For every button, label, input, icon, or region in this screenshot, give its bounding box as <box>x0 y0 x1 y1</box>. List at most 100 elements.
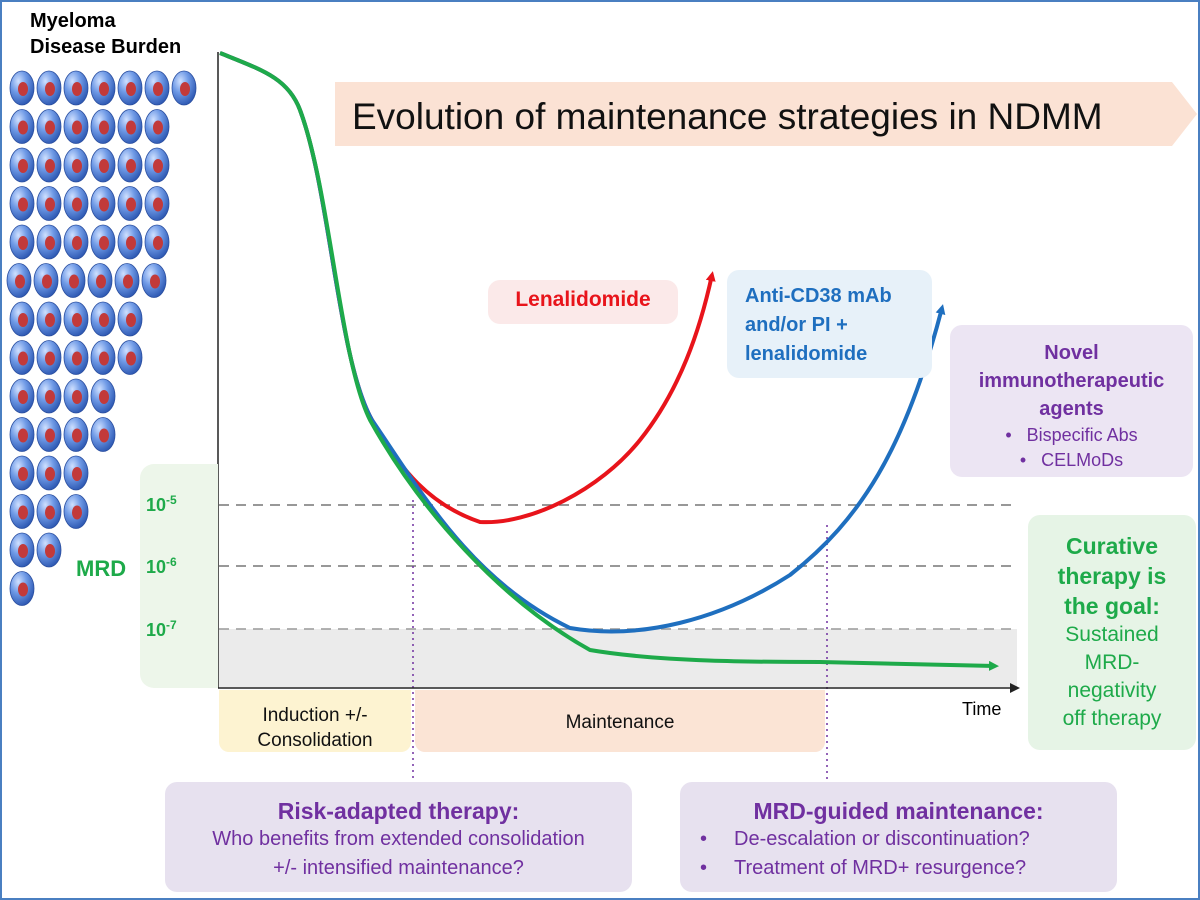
myeloma-cell-nucleus <box>72 390 82 404</box>
myeloma-cell-nucleus <box>126 236 136 250</box>
curative-sub-line-3: negativity <box>1067 679 1157 702</box>
myeloma-cell-nucleus <box>15 274 25 289</box>
myeloma-cell-nucleus <box>45 197 55 212</box>
myeloma-cell-nucleus <box>99 313 109 327</box>
myeloma-cell-nucleus <box>45 390 55 404</box>
mrd-guided-box: MRD-guided maintenance: •De-escalation o… <box>680 782 1117 892</box>
myeloma-cell-nucleus <box>18 197 28 212</box>
myeloma-cell-nucleus <box>99 236 109 250</box>
novel-bullet-1-text: Bispecific Abs <box>1026 425 1138 445</box>
myeloma-cell-nucleus <box>45 428 55 443</box>
risk-adapted-box: Risk-adapted therapy: Who benefits from … <box>165 782 632 892</box>
mrd-tick-1e5-exp: -5 <box>166 493 177 507</box>
myeloma-cell-nucleus <box>45 82 55 96</box>
myeloma-cell-nucleus <box>18 82 28 96</box>
myeloma-cell-nucleus <box>45 505 55 520</box>
myeloma-cell-nucleus <box>153 197 163 212</box>
myeloma-cell-nucleus <box>72 467 82 481</box>
myeloma-cell-nucleus <box>18 236 28 250</box>
myeloma-cell-nucleus <box>45 236 55 250</box>
curative-sub-line-4: off therapy <box>1062 707 1162 730</box>
myeloma-cell-nucleus <box>72 159 82 173</box>
curative-sub-line-2: MRD- <box>1084 651 1140 674</box>
myeloma-cell-nucleus <box>18 428 28 443</box>
induction-line-1: Induction +/- <box>262 705 368 726</box>
mrd-guided-bullet-1: •De-escalation or discontinuation? <box>680 825 1117 854</box>
myeloma-cell-nucleus <box>126 313 136 327</box>
risk-adapted-line-1: Who benefits from extended consolidation <box>212 828 585 850</box>
mrd-tick-1e7-exp: -7 <box>166 618 177 632</box>
novel-bullet-2: • CELMoDs <box>1019 450 1124 470</box>
induction-line-2: Consolidation <box>257 730 373 751</box>
title-arrow-shape <box>335 82 1197 146</box>
myeloma-cell-nucleus <box>18 544 28 558</box>
myeloma-cell-nucleus <box>18 467 28 481</box>
myeloma-cell-nucleus <box>18 159 28 173</box>
curative-sub-line-1: Sustained <box>1065 623 1159 646</box>
mrd-tick-1e5: 10-5 <box>146 493 177 516</box>
myeloma-cell-nucleus <box>126 120 136 135</box>
myeloma-cell-nucleus <box>126 82 136 96</box>
curative-title-line-3: the goal: <box>1064 593 1160 619</box>
lenalidomide-box: Lenalidomide <box>488 280 678 324</box>
myeloma-cell-nucleus <box>45 544 55 558</box>
myeloma-cell-nucleus <box>126 159 136 173</box>
induction-phase: Induction +/- Consolidation <box>219 690 411 752</box>
mrd-negative-band <box>219 629 1017 687</box>
curative-title-line-1: Curative <box>1065 533 1159 559</box>
novel-title-line-1: Novel <box>1044 342 1099 364</box>
mrd-guided-bullet-2-text: Treatment of MRD+ resurgence? <box>734 857 1027 879</box>
mrd-guided-bullet-2: • Treatment of MRD+ resurgence? <box>680 854 1117 883</box>
myeloma-cell-nucleus <box>99 351 109 366</box>
curative-goal-box: Curative therapy is the goal: Sustained … <box>1028 515 1196 750</box>
maintenance-label: Maintenance <box>565 712 675 733</box>
novel-bullet-1: • Bispecific Abs <box>1005 425 1138 445</box>
myeloma-cell-nucleus <box>72 236 82 250</box>
myeloma-cell-nucleus <box>99 390 109 404</box>
myeloma-cell-nucleus <box>150 274 160 289</box>
novel-agents-box: Novel immunotherapeutic agents • Bispeci… <box>950 325 1193 477</box>
novel-title-line-2: immunotherapeutic <box>978 370 1165 392</box>
myeloma-cell-nucleus <box>18 120 28 135</box>
x-axis-label: Time <box>962 699 1002 719</box>
myeloma-cell-cluster <box>6 70 197 606</box>
novel-bullet-2-text: CELMoDs <box>1041 450 1124 470</box>
mrd-guided-title: MRD-guided maintenance: <box>753 798 1044 824</box>
myeloma-cell-nucleus <box>153 159 163 173</box>
mrd-guided-bullet-1-mark: • <box>700 828 708 850</box>
myeloma-cell-nucleus <box>18 582 28 597</box>
myeloma-cell-nucleus <box>153 236 163 250</box>
anti-cd38-box: Anti-CD38 mAb and/or PI + lenalidomide <box>727 270 932 378</box>
myeloma-cell-nucleus <box>45 351 55 366</box>
myeloma-cell-nucleus <box>72 351 82 366</box>
myeloma-cell-nucleus <box>18 351 28 366</box>
myeloma-cell-nucleus <box>180 82 190 96</box>
mrd-tick-1e5-base: 10 <box>146 495 167 515</box>
myeloma-cell-nucleus <box>72 197 82 212</box>
myeloma-cell-nucleus <box>72 313 82 327</box>
myeloma-cell-nucleus <box>99 159 109 173</box>
maintenance-phase: Maintenance <box>415 690 825 752</box>
mrd-tick-1e6-exp: -6 <box>166 555 177 569</box>
myeloma-cell-nucleus <box>45 313 55 327</box>
myeloma-cell-nucleus <box>72 505 82 520</box>
curative-curve <box>219 51 999 671</box>
mrd-guided-bullet-2-mark: • <box>700 857 708 879</box>
page-title: Evolution of maintenance strategies in N… <box>352 96 1103 137</box>
myeloma-cell-nucleus <box>153 82 163 96</box>
myeloma-cell-nucleus <box>72 82 82 96</box>
y-axis-title: Myeloma Disease Burden <box>30 8 181 60</box>
anti-cd38-line-2: and/or PI + <box>745 314 848 336</box>
anti-cd38-line-3: lenalidomide <box>745 343 868 365</box>
mrd-label: MRD <box>76 556 127 581</box>
y-axis-title-line-2: Disease Burden <box>30 36 182 58</box>
myeloma-cell-nucleus <box>153 120 163 135</box>
myeloma-cell-nucleus <box>99 120 109 135</box>
myeloma-cell-nucleus <box>99 197 109 212</box>
myeloma-cell-nucleus <box>72 428 82 443</box>
anti-cd38-line-1: Anti-CD38 mAb <box>745 285 892 307</box>
novel-title-line-3: agents <box>1039 398 1104 420</box>
myeloma-cell-nucleus <box>45 159 55 173</box>
